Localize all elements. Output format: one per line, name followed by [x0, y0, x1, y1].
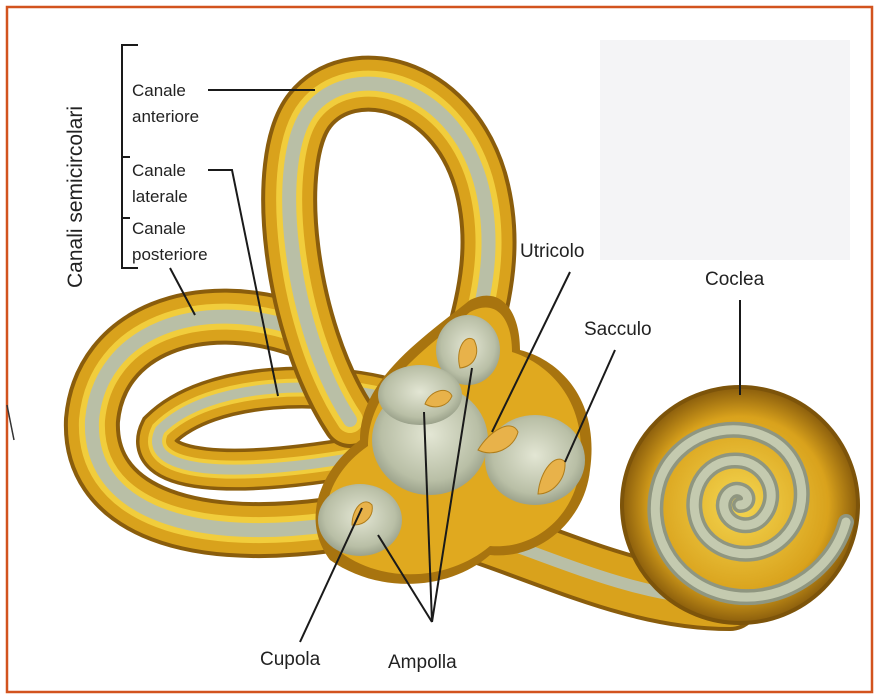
svg-text:Utricolo: Utricolo: [520, 241, 584, 262]
svg-text:Cupola: Cupola: [260, 649, 321, 670]
cochlea: [622, 387, 858, 623]
svg-text:anteriore: anteriore: [132, 107, 199, 126]
svg-text:Canale: Canale: [132, 81, 186, 100]
svg-text:Canale: Canale: [132, 161, 186, 180]
semicircular-canals-label: Canali semicircolari: [64, 106, 87, 288]
svg-text:Coclea: Coclea: [705, 269, 765, 290]
background-sheen: [600, 40, 850, 260]
svg-text:Sacculo: Sacculo: [584, 319, 652, 340]
svg-text:laterale: laterale: [132, 187, 188, 206]
svg-text:Canale: Canale: [132, 219, 186, 238]
svg-text:Ampolla: Ampolla: [388, 652, 457, 673]
svg-text:posteriore: posteriore: [132, 245, 208, 264]
